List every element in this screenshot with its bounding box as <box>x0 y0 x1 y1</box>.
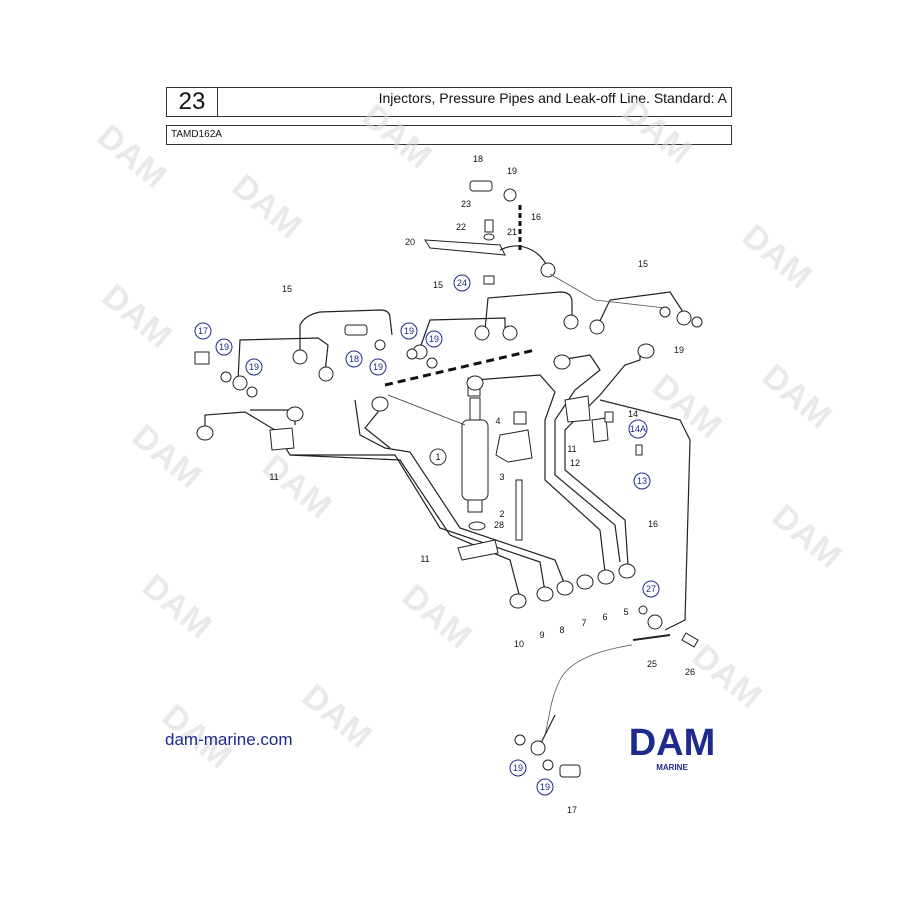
callout-15: 15 <box>433 280 443 290</box>
callout-2: 2 <box>499 509 504 519</box>
page-number: 23 <box>167 88 218 116</box>
callout-19: 19 <box>404 326 414 336</box>
callout-20: 20 <box>405 237 415 247</box>
callout-28: 28 <box>494 520 504 530</box>
watermark: DAM <box>125 417 209 496</box>
callout-24: 24 <box>457 278 467 288</box>
top-fitting-group <box>424 180 556 285</box>
callout-22: 22 <box>456 222 466 232</box>
callout-16: 16 <box>648 519 658 529</box>
watermark: DAM <box>355 97 439 176</box>
logo-subtitle: MARINE <box>656 763 688 772</box>
logo-text: DAM <box>629 723 716 764</box>
callout-5: 5 <box>623 607 628 617</box>
callout-7: 7 <box>581 618 586 628</box>
callout-8: 8 <box>559 625 564 635</box>
callout-21: 21 <box>507 227 517 237</box>
nut <box>483 275 495 285</box>
callout-23: 23 <box>461 199 471 209</box>
callout-17: 17 <box>198 326 208 336</box>
callout-18: 18 <box>349 354 359 364</box>
callout-15: 15 <box>638 259 648 269</box>
watermark: DAM <box>295 677 379 756</box>
washer <box>503 188 517 202</box>
callout-19: 19 <box>674 345 684 355</box>
callout-11: 11 <box>420 554 429 564</box>
callout-18: 18 <box>473 154 483 164</box>
callouts: 18 19 23 16 22 21 20 15 24 15 15 17 19 1… <box>194 154 695 815</box>
callout-25: 25 <box>647 659 657 669</box>
site-link[interactable]: dam-marine.com <box>165 730 293 749</box>
callout-19: 19 <box>540 782 550 792</box>
callout-11: 11 <box>567 444 576 454</box>
watermark: DAM <box>395 577 479 656</box>
clamp <box>495 411 533 541</box>
callout-11: 11 <box>269 472 278 482</box>
callout-19: 19 <box>373 362 383 372</box>
watermark: DAM <box>225 167 309 246</box>
callout-1: 1 <box>435 452 440 462</box>
watermark: DAM <box>685 637 769 716</box>
watermark: DAM <box>95 277 179 356</box>
dam-marine-logo: DAM MARINE <box>629 723 716 772</box>
callout-14: 14 <box>628 409 638 419</box>
watermark: DAM <box>135 567 219 646</box>
callout-12: 12 <box>570 458 580 468</box>
screw <box>484 219 494 233</box>
injector <box>387 377 489 531</box>
watermark: DAM <box>755 357 839 436</box>
watermark: DAM <box>735 217 819 296</box>
callout-19: 19 <box>429 334 439 344</box>
watermark: DAM <box>255 447 339 526</box>
callout-19: 19 <box>513 763 523 773</box>
bracket <box>424 239 506 256</box>
watermark: DAM <box>90 117 174 196</box>
callout-14a: 14A <box>630 424 646 434</box>
callout-6: 6 <box>602 612 607 622</box>
leakoff-pipe <box>499 245 549 269</box>
model-label: TAMD162A <box>166 125 732 145</box>
callout-19: 19 <box>249 362 259 372</box>
page-title: Injectors, Pressure Pipes and Leak-off L… <box>378 90 727 106</box>
callout-17: 17 <box>567 805 577 815</box>
header-box: 23 Injectors, Pressure Pipes and Leak-of… <box>166 87 732 117</box>
banjo-fitting <box>540 262 556 278</box>
watermark: DAM <box>615 92 699 171</box>
callout-9: 9 <box>539 630 544 640</box>
bottom-fitting <box>514 605 699 778</box>
callout-3: 3 <box>499 472 504 482</box>
callout-16: 16 <box>531 212 541 222</box>
upper-pressure-pipes <box>194 273 703 398</box>
lower-pressure-pipes <box>196 343 691 631</box>
callout-19: 19 <box>507 166 517 176</box>
callout-19: 19 <box>219 342 229 352</box>
washer <box>483 233 495 241</box>
callout-15: 15 <box>282 284 292 294</box>
callout-13: 13 <box>637 476 647 486</box>
callout-26: 26 <box>685 667 695 677</box>
callout-27: 27 <box>646 584 656 594</box>
callout-10: 10 <box>514 639 524 649</box>
banjo-bolt <box>469 180 493 192</box>
watermark: DAM <box>765 497 849 576</box>
callout-4: 4 <box>495 416 500 426</box>
